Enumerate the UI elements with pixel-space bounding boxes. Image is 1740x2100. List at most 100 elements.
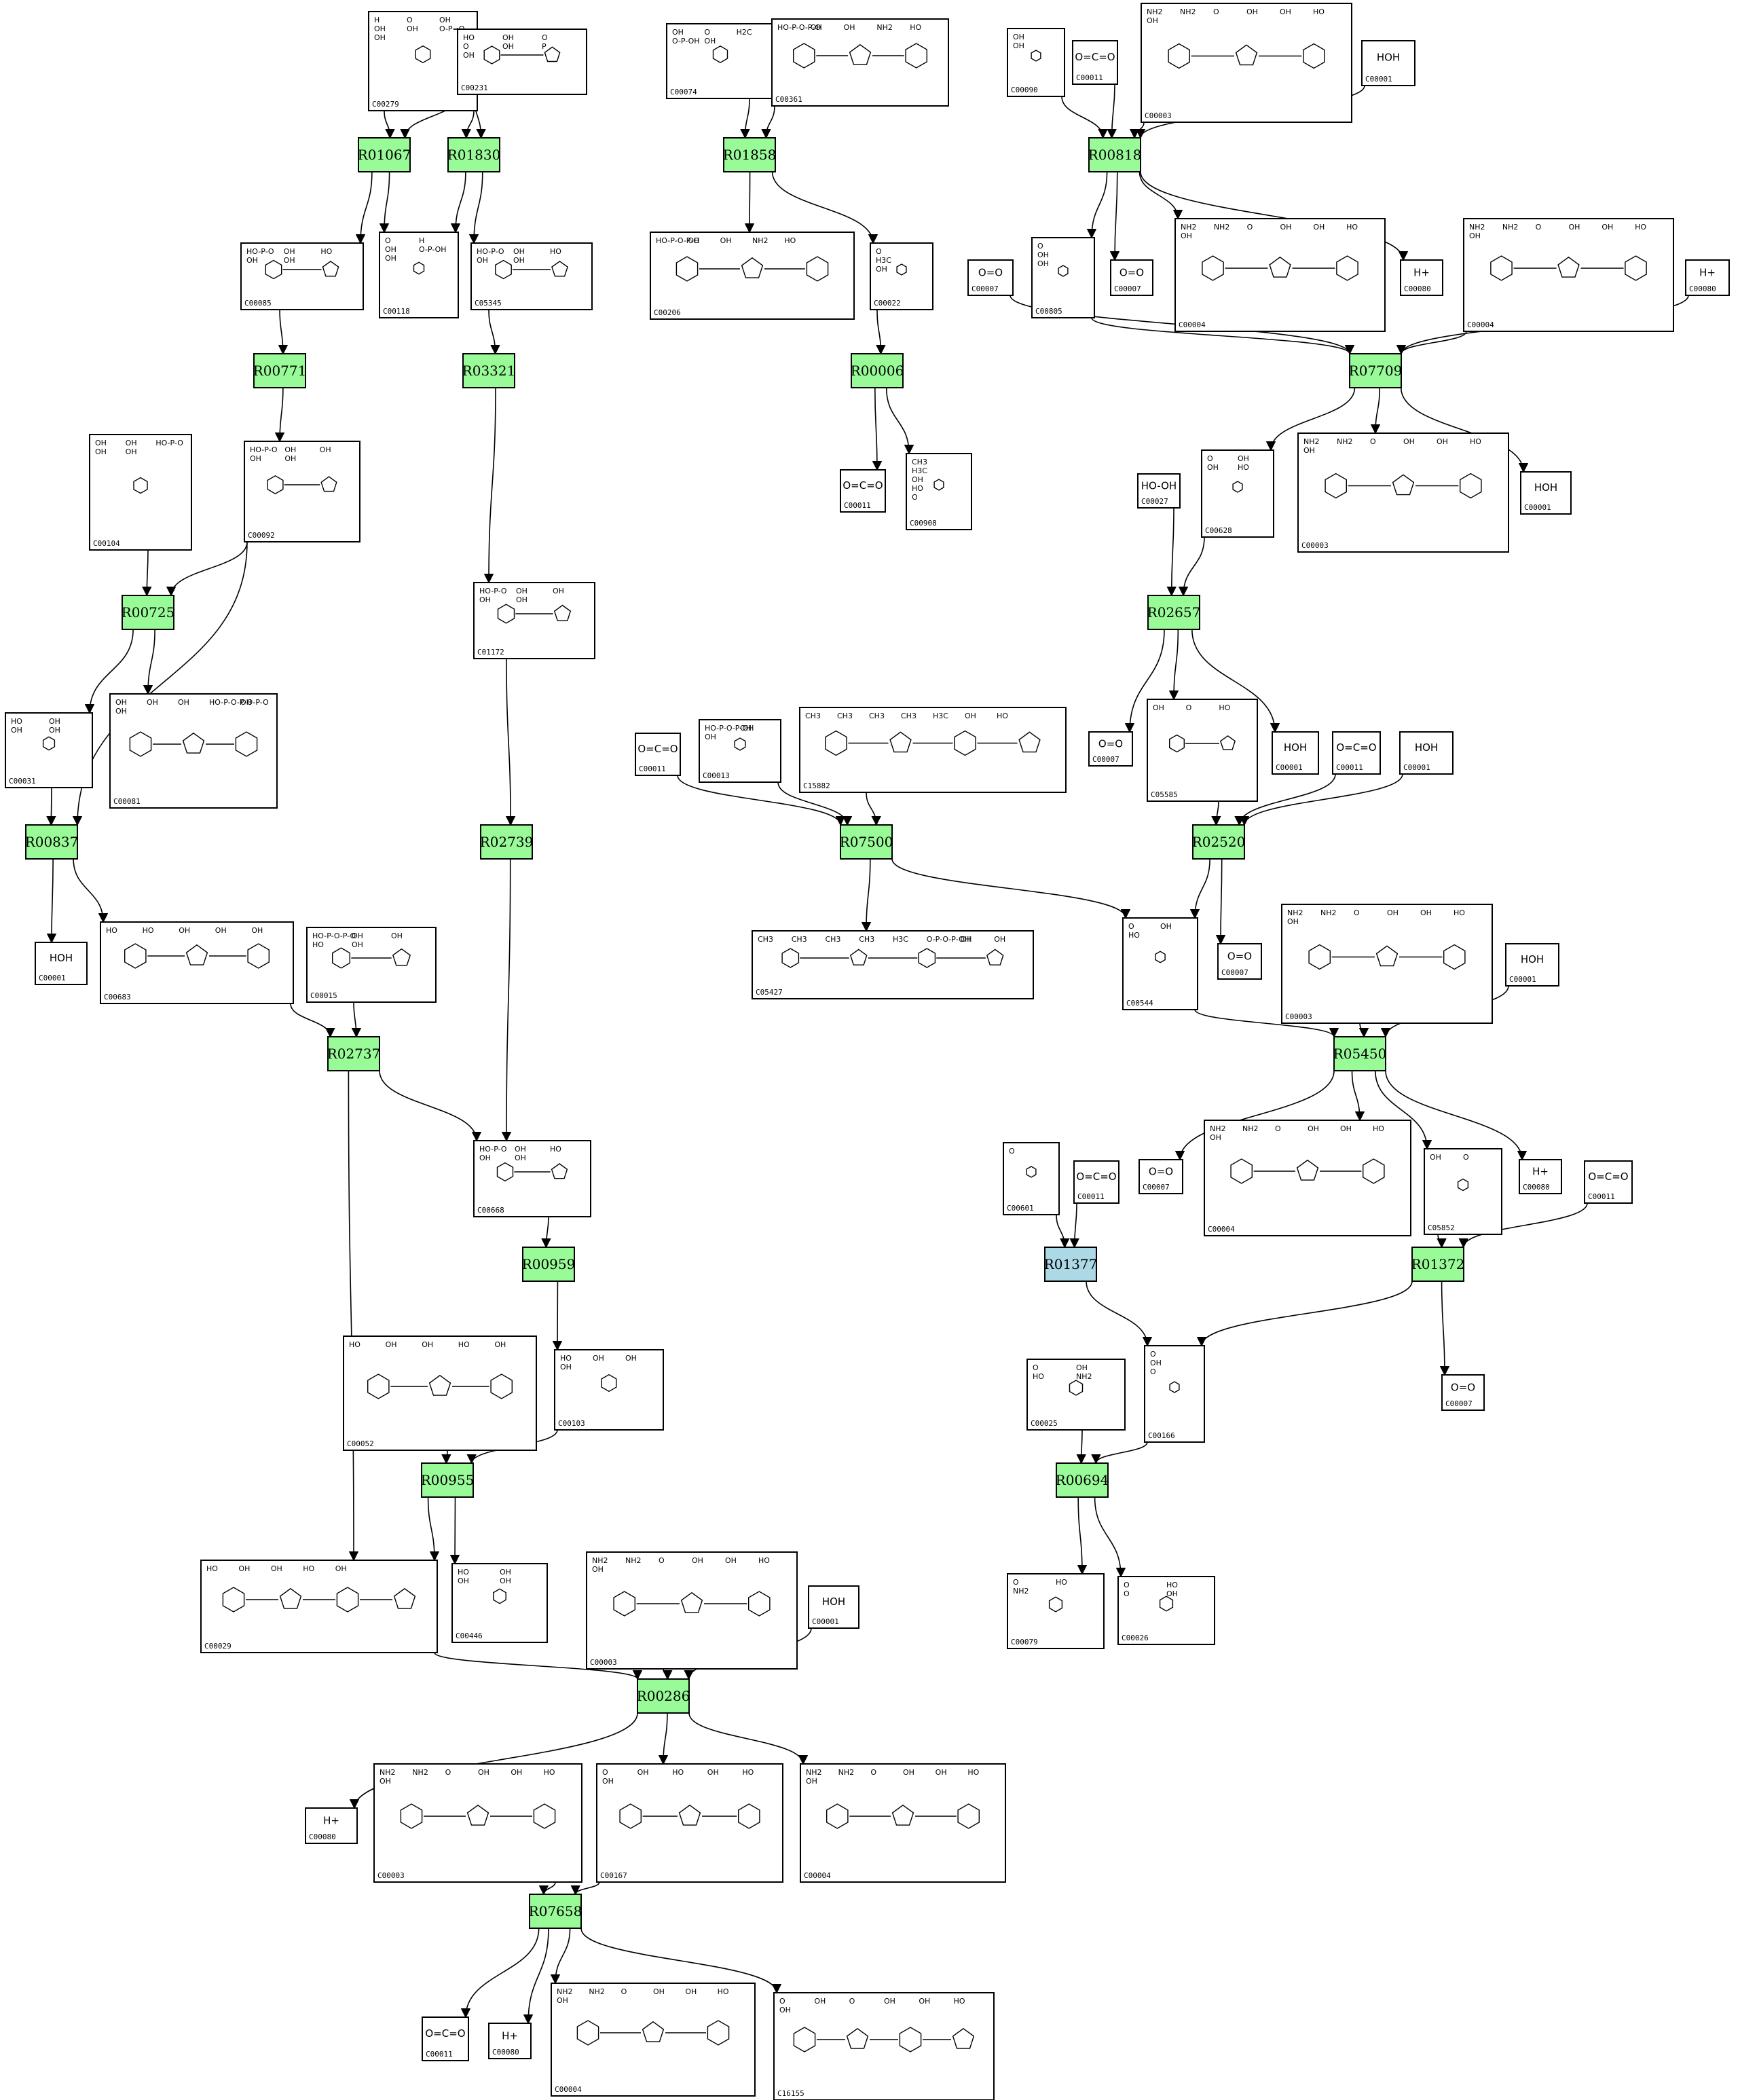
reaction-r00959[interactable]: R00959 — [522, 1247, 576, 1282]
reaction-r00725[interactable]: R00725 — [122, 595, 175, 630]
compound-c00080[interactable]: H+C00080 — [1685, 259, 1730, 296]
compound-c00080[interactable]: H+C00080 — [488, 2023, 532, 2059]
reaction-r07500[interactable]: R07500 — [840, 824, 893, 860]
reaction-r02520[interactable]: R02520 — [1192, 824, 1246, 860]
molecule-formula: HOH — [1284, 741, 1307, 754]
reaction-r01377[interactable]: R01377 — [1044, 1247, 1098, 1282]
atom-label: OH — [515, 1145, 526, 1154]
reaction-r03321[interactable]: R03321 — [462, 353, 516, 388]
reaction-r05450[interactable]: R05450 — [1333, 1036, 1387, 1071]
reaction-r07658[interactable]: R07658 — [529, 1894, 582, 1929]
reaction-r00694[interactable]: R00694 — [1056, 1462, 1109, 1498]
reaction-r01067[interactable]: R01067 — [358, 137, 411, 172]
reaction-r01372[interactable]: R01372 — [1411, 1247, 1465, 1282]
reaction-r01830[interactable]: R01830 — [447, 137, 501, 172]
compound-c00080[interactable]: H+C00080 — [1519, 1159, 1562, 1194]
compound-c00080[interactable]: H+C00080 — [305, 1807, 358, 1844]
atom-label: HO — [550, 1145, 561, 1154]
reaction-r07709[interactable]: R07709 — [1349, 353, 1403, 388]
reaction-r00955[interactable]: R00955 — [421, 1462, 475, 1498]
reaction-r00006[interactable]: R00006 — [851, 353, 904, 388]
reaction-r00771[interactable]: R00771 — [253, 353, 307, 388]
reaction-r02657[interactable]: R02657 — [1147, 595, 1201, 630]
reaction-r00286[interactable]: R00286 — [637, 1678, 690, 1714]
reaction-r02739[interactable]: R02739 — [480, 824, 534, 860]
reaction-label: R07709 — [1349, 363, 1403, 379]
reaction-r01858[interactable]: R01858 — [723, 137, 777, 172]
reaction-r00837[interactable]: R00837 — [25, 824, 79, 860]
compound-c00080[interactable]: H+C00080 — [1400, 259, 1443, 296]
reaction-r00818[interactable]: R00818 — [1088, 137, 1142, 172]
reaction-r02737[interactable]: R02737 — [327, 1036, 381, 1071]
